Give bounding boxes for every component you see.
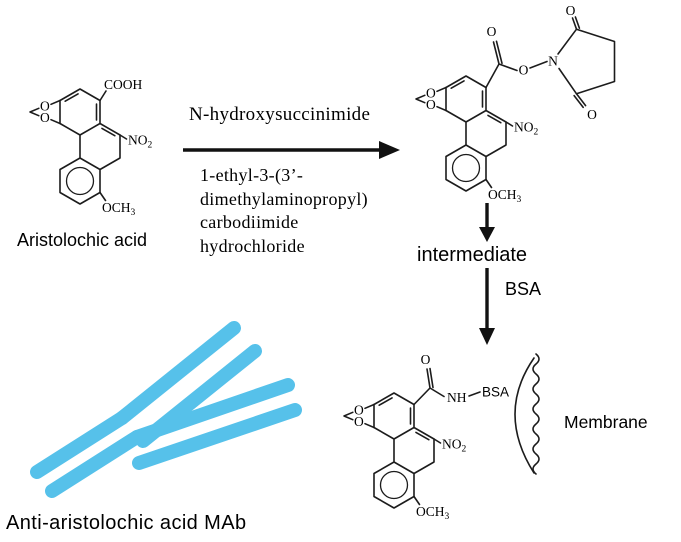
antibody-stem-stroke	[45, 430, 144, 498]
ester-linkage-bonds	[485, 40, 548, 89]
amide-nh: NH	[447, 390, 467, 405]
reagent-edc-line-2: dimethylaminopropyl)	[200, 188, 368, 209]
methoxy-base: OCH	[102, 200, 131, 215]
bsa-conjugate-structure: O O O NH BSA NO2 OCH3	[343, 352, 540, 522]
arrow-head	[379, 141, 400, 159]
succinimide-carbonyl-bonds	[571, 16, 587, 109]
dioxole-oxygen-top: O	[426, 86, 436, 101]
nitro-base: NO	[442, 437, 462, 452]
nitro-base: NO	[514, 120, 534, 135]
methoxy-group: OCH3	[416, 504, 450, 522]
succinimide-nitrogen: N	[548, 54, 558, 69]
dioxole-bonds	[29, 99, 61, 125]
substituent-bonds	[485, 121, 514, 189]
nitro-subscript: 2	[462, 445, 467, 455]
amide-carbonyl-oxygen: O	[421, 352, 431, 367]
arrow-head	[479, 227, 495, 242]
dioxole-oxygen-bottom: O	[40, 110, 50, 125]
nhs-ester-skeleton: O O N O O O O NO2 OCH3	[415, 3, 616, 205]
substituent-bonds	[99, 90, 128, 202]
bsa-step-label: BSA	[505, 279, 542, 299]
ester-oxygen: O	[519, 63, 529, 78]
double-bond-ticks	[64, 93, 116, 137]
methoxy-group: OCH3	[488, 187, 522, 205]
succinimide-oxygen-bottom: O	[587, 107, 597, 122]
methoxy-group: OCH3	[102, 200, 136, 218]
nitro-subscript: 2	[148, 141, 153, 151]
antibody-illustration	[30, 321, 302, 498]
nitro-subscript: 2	[534, 128, 539, 138]
reagent-nhs-label: N-hydroxysuccinimide	[189, 104, 371, 125]
dioxole-bonds	[415, 86, 447, 112]
phenanthrene-rings	[59, 88, 121, 205]
dioxole-oxygen-bottom: O	[354, 414, 364, 429]
dioxole-oxygen-bottom: O	[426, 97, 436, 112]
membrane-wavy-line	[532, 353, 540, 475]
methoxy-subscript: 3	[131, 208, 136, 218]
methoxy-subscript: 3	[517, 195, 522, 205]
membrane-bracket	[514, 357, 535, 474]
substituent-bonds	[413, 438, 442, 506]
membrane-label: Membrane	[564, 412, 648, 432]
aromatic-circle	[379, 470, 409, 500]
phenanthrene-rings	[445, 75, 507, 192]
nitro-group: NO2	[514, 120, 539, 138]
nitro-group: NO2	[442, 437, 467, 455]
antibody-stem-stroke	[30, 411, 129, 479]
dioxole-oxygen-top: O	[40, 99, 50, 114]
antibody-label: Anti-aristolochic acid MAb	[6, 512, 247, 534]
dioxole-oxygen-top: O	[354, 403, 364, 418]
reagent-edc-line-1: 1-ethyl-3-(3’-	[200, 165, 304, 185]
antibody-lower-arm-stroke	[132, 403, 302, 470]
aromatic-circle	[65, 166, 95, 196]
reagent-edc-label: 1-ethyl-3-(3’- dimethylaminopropyl) carb…	[200, 164, 368, 258]
aromatic-circle	[451, 153, 481, 183]
cooh-group: COOH	[104, 77, 143, 92]
reagent-edc-line-4: hydrochloride	[200, 235, 305, 256]
nhs-ester-structure: O O N O O O O NO2 OCH3	[415, 3, 616, 205]
methoxy-subscript: 3	[445, 512, 450, 522]
antibody-y-shape	[30, 321, 302, 498]
bsa-tag: BSA	[482, 385, 509, 400]
dioxole-bonds	[343, 403, 375, 429]
arrow-down-bsa	[479, 268, 495, 345]
nitro-group: NO2	[128, 133, 153, 151]
double-bond-ticks	[450, 80, 502, 124]
reagent-edc-line-3: carbodiimide	[200, 212, 299, 232]
antibody-upper-arm-stroke	[115, 321, 241, 425]
reactant-label: Aristolochic acid	[17, 230, 148, 250]
methoxy-base: OCH	[488, 187, 517, 202]
methoxy-base: OCH	[416, 504, 445, 519]
succinimide-ring	[557, 28, 616, 95]
aristolochic-acid-skeleton: COOH O O NO2 OCH3	[29, 77, 153, 218]
arrow-down-to-intermediate	[479, 203, 495, 242]
conjugate-skeleton: O O O NH BSA NO2 OCH3	[343, 352, 540, 522]
succinimide-oxygen-top: O	[566, 3, 576, 18]
double-bond-ticks	[378, 397, 430, 441]
ester-carbonyl-oxygen: O	[487, 24, 497, 39]
reaction-arrow-right	[183, 141, 400, 159]
arrow-head	[479, 328, 495, 345]
amide-linkage-bonds	[413, 367, 481, 406]
intermediate-label: intermediate	[417, 244, 528, 266]
nitro-base: NO	[128, 133, 148, 148]
aristolochic-acid-structure: COOH O O NO2 OCH3	[29, 77, 153, 218]
phenanthrene-rings	[373, 392, 435, 509]
antibody-lower-arm-stroke	[130, 378, 295, 444]
